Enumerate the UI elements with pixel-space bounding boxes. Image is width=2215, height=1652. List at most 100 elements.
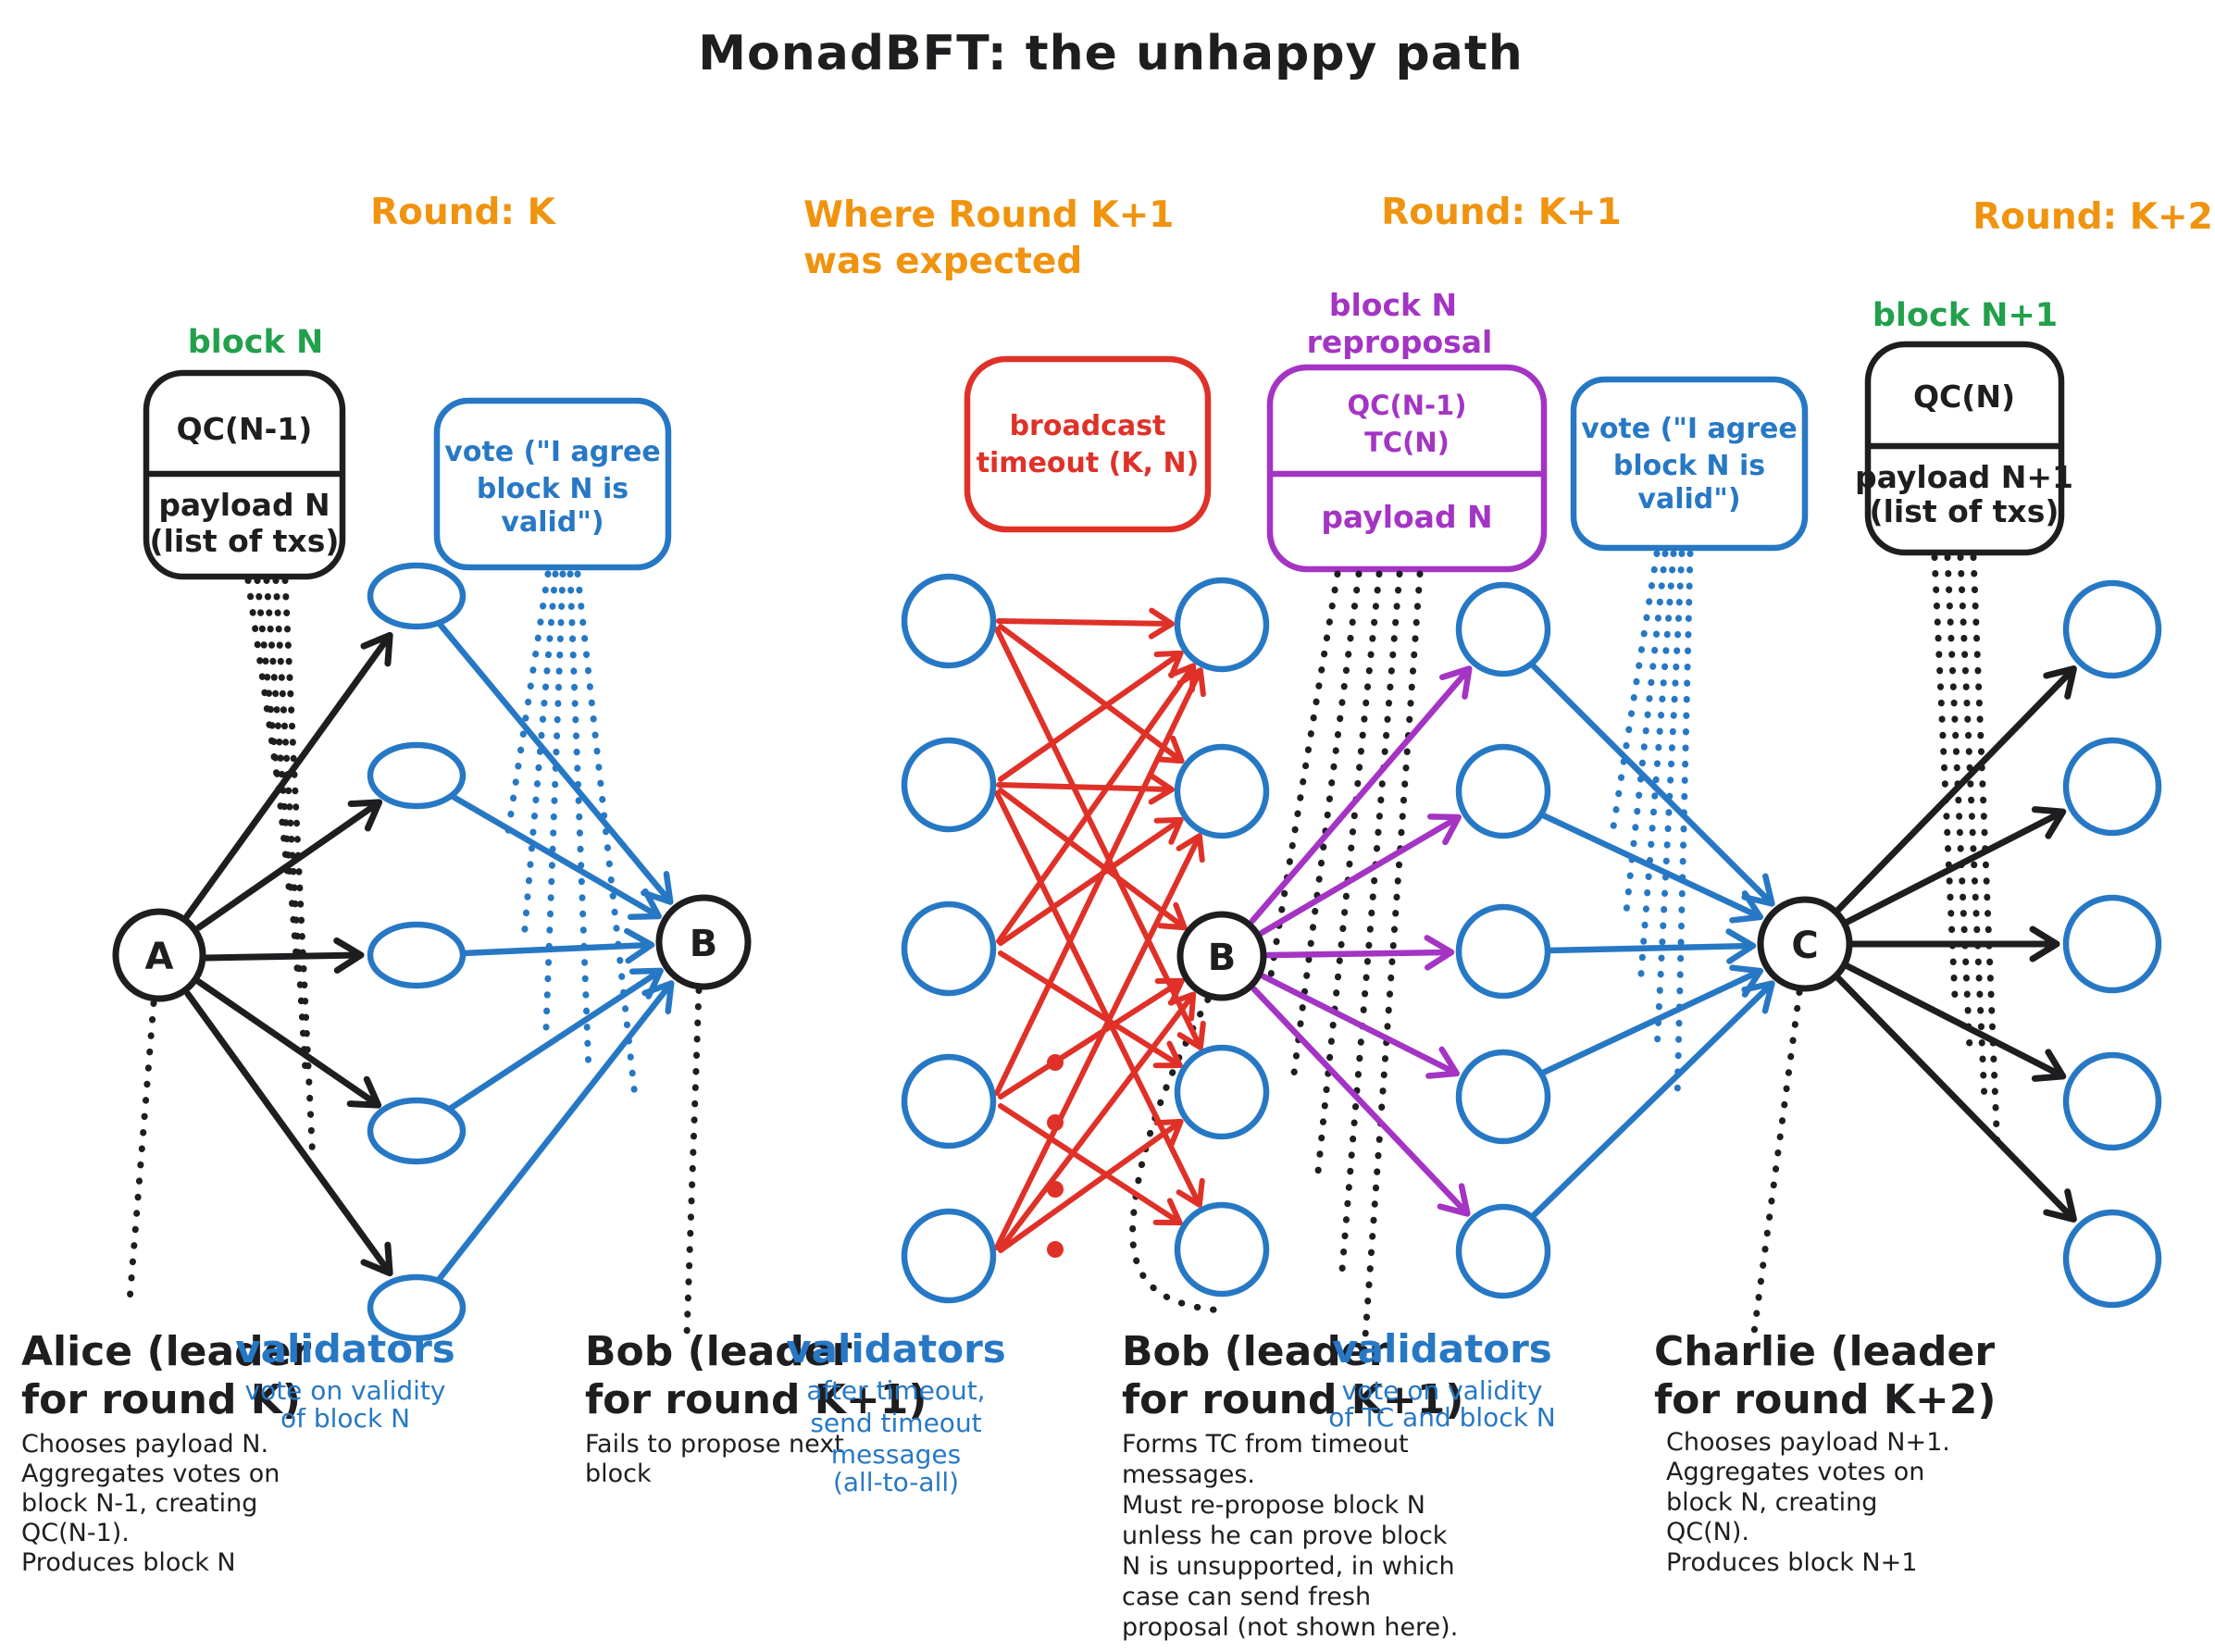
validator-node	[2062, 579, 2162, 679]
validators-tc-body-2: of TC and block N	[1328, 1402, 1556, 1433]
validator-node	[901, 1208, 997, 1304]
round-k2-label: Round: K+2	[1972, 196, 2212, 238]
vote2-line3: valid")	[1637, 483, 1740, 515]
validators-timeout-body-1: after timeout,	[806, 1375, 985, 1406]
validator-node	[1174, 743, 1270, 839]
block-n-payload-text: payload N	[158, 487, 330, 523]
charlie-label-link	[1750, 988, 1803, 1336]
reproposal-payload-text: payload N	[1321, 499, 1492, 535]
round-k1-expected-line2: was expected	[803, 241, 1082, 282]
charlie-heading-2: for round K+2)	[1654, 1376, 1996, 1423]
vote2-line1: vote ("I agree	[1581, 413, 1797, 445]
validator-column-tc-voters	[1455, 581, 1551, 1299]
block-n1-box: block N+1 QC(N) payload N+1 (list of txs…	[1855, 297, 2073, 556]
alice-body-5: Produces block N	[21, 1548, 236, 1577]
charlie-proposal-arrows	[1835, 665, 2077, 1223]
validator-node	[2062, 894, 2162, 994]
alice-label-link	[126, 1000, 157, 1305]
reproposal-dotted-links	[1266, 570, 1424, 1353]
caption-bob1: Bob (leader for round K+1) Fails to prop…	[585, 1328, 927, 1488]
validator-node	[367, 1097, 467, 1165]
validator-node	[901, 573, 997, 669]
validator-node	[2062, 1051, 2162, 1151]
round-k1-expected-line1: Where Round K+1	[803, 194, 1174, 236]
alice-body-3: block N-1, creating	[21, 1489, 257, 1518]
block-n1-label: block N+1	[1873, 297, 2058, 334]
alice-node-letter: A	[145, 936, 174, 978]
validator-node	[901, 1053, 997, 1149]
validators-timeout-body-2: send timeout	[810, 1408, 981, 1438]
block-n1-qc-text: QC(N)	[1913, 379, 2015, 415]
alice-body-1: Chooses payload N.	[21, 1430, 268, 1459]
block-n-qc-text: QC(N-1)	[177, 411, 313, 447]
charlie-body-4: QC(N).	[1666, 1518, 1749, 1546]
vote1-line1: vote ("I agree	[444, 436, 660, 468]
validator-column-timeout-receivers	[1174, 577, 1270, 1298]
validator-node	[1174, 577, 1270, 673]
vote2-line2: block N is	[1613, 450, 1765, 482]
validator-node	[367, 921, 467, 989]
alice-proposal-arrows	[183, 631, 393, 1277]
bob1-body-2: block	[585, 1459, 652, 1488]
charlie-heading-1: Charlie (leader	[1654, 1328, 1995, 1375]
validator-node	[1455, 1049, 1551, 1145]
reproposal-box: block N reproposal QC(N-1) TC(N) payload…	[1266, 287, 1548, 573]
vote-box-2: vote ("I agree block N is valid")	[1570, 376, 1809, 552]
vote-arrows-to-charlie	[1527, 660, 1775, 1221]
validators-tc-body-1: vote on validity	[1342, 1375, 1543, 1406]
round-k-label: Round: K	[370, 192, 556, 233]
caption-validators-k: validators vote on validity of block N	[235, 1326, 455, 1434]
leader-node-bob-round2: B	[1176, 911, 1267, 1001]
bob2-body-3: Must re-propose block N	[1122, 1491, 1425, 1520]
charlie-body-1: Chooses payload N+1.	[1666, 1428, 1950, 1457]
timeout-line2: timeout (K, N)	[977, 447, 1200, 479]
caption-charlie: Charlie (leader for round K+2) Chooses p…	[1654, 1328, 1996, 1577]
charlie-body-5: Produces block N+1	[1666, 1548, 1917, 1577]
validator-node	[901, 901, 997, 997]
bob2-body-4: unless he can prove block	[1122, 1522, 1448, 1550]
caption-validators-tc: validators vote on validity of TC and bl…	[1328, 1326, 1556, 1433]
alice-heading-1: Alice (leader	[21, 1328, 312, 1375]
timeout-line1: broadcast	[1010, 410, 1166, 442]
block-n-dotted-links	[244, 577, 317, 1166]
bob2-heading-1: Bob (leader	[1122, 1328, 1389, 1375]
timeout-arrows	[994, 607, 1206, 1253]
reproposal-tc-text: TC(N)	[1364, 427, 1450, 458]
validator-column-round-k	[367, 562, 467, 1342]
validator-node	[2062, 1209, 2162, 1309]
validators-k-body-1: vote on validity	[245, 1375, 446, 1406]
round-k1-label: Round: K+1	[1381, 192, 1621, 233]
vote-arrows-to-bob	[434, 619, 675, 1285]
block-n1-dotted-links	[1931, 553, 2001, 1157]
validator-node	[1455, 743, 1551, 839]
leader-node-bob-round1: B	[655, 894, 752, 990]
block-n-box: block N QC(N-1) payload N (list of txs)	[143, 324, 346, 580]
validator-node	[1455, 581, 1551, 677]
validator-node	[1455, 1203, 1551, 1299]
reproposal-arrows	[1249, 665, 1473, 1217]
bob2-label-link	[1129, 996, 1226, 1314]
caption-alice: Alice (leader for round K) Chooses paylo…	[21, 1328, 312, 1577]
validator-node	[367, 1273, 467, 1342]
reproposal-qc-text: QC(N-1)	[1348, 390, 1467, 421]
validators-tc-heading: validators	[1332, 1326, 1552, 1372]
validator-node	[1174, 1044, 1270, 1140]
vote-box-1: vote ("I agree block N is valid")	[433, 397, 672, 571]
validator-node	[367, 562, 467, 630]
vote1-line2: block N is	[477, 473, 628, 505]
alice-heading-2: for round K)	[21, 1376, 301, 1423]
vote1-dotted-links	[504, 570, 639, 1100]
leader-node-alice: A	[112, 908, 206, 1002]
validators-timeout-body-4: (all-to-all)	[833, 1467, 959, 1497]
block-n-label: block N	[188, 324, 324, 361]
bob2-body-1: Forms TC from timeout	[1122, 1430, 1409, 1459]
validator-column-round-k2	[2062, 579, 2162, 1309]
bob1-heading-2: for round K+1)	[585, 1376, 927, 1423]
validator-node	[1174, 1201, 1270, 1298]
validator-column-timeout-senders	[901, 573, 997, 1304]
caption-validators-timeout: validators after timeout, send timeout m…	[786, 1326, 1006, 1497]
validators-k-heading: validators	[235, 1326, 455, 1372]
bob2-body-2: messages.	[1122, 1460, 1255, 1489]
bob2-body-6: case can send fresh	[1122, 1583, 1371, 1611]
